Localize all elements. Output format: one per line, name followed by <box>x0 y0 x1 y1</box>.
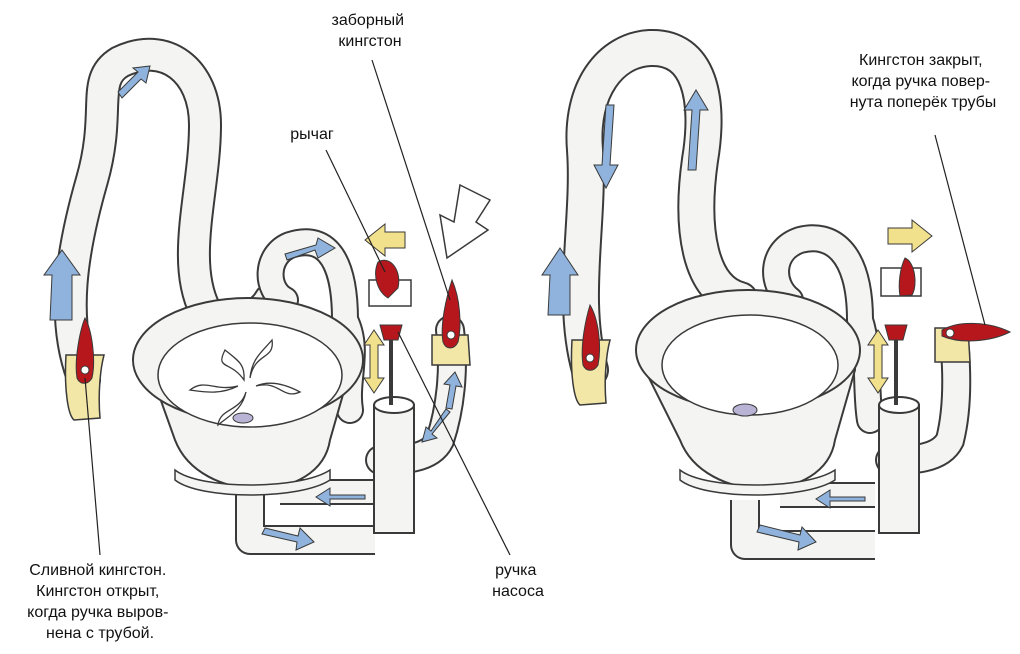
label-pump-handle: ручка насоса <box>492 562 544 600</box>
pump-cylinder <box>879 325 919 533</box>
pump-handle <box>885 325 907 340</box>
pump-cylinder <box>374 325 414 533</box>
label-lever: рычаг <box>290 126 334 143</box>
toilet-bowl <box>636 290 860 495</box>
leader-line <box>935 135 985 325</box>
label-drain-valve: Сливной кингстон. Кингстон открыт, когда… <box>27 562 173 642</box>
toilet-open-diagram <box>44 55 510 555</box>
label-valve-closed: Кингстон закрыт, когда ручка повер- нута… <box>850 52 997 111</box>
intake-valve <box>935 323 1010 362</box>
lever-motion-arrow-icon <box>365 224 405 256</box>
flush-lever <box>881 258 921 296</box>
flush-lever <box>369 260 411 306</box>
lever-motion-arrow-icon <box>888 220 932 252</box>
toilet-closed-diagram <box>542 48 1010 550</box>
push-arrow-icon <box>440 185 490 258</box>
pump-stroke-arrow-icon <box>364 330 384 393</box>
label-intake-valve: заборный кингстон <box>332 12 409 50</box>
toilet-bowl <box>133 298 363 495</box>
